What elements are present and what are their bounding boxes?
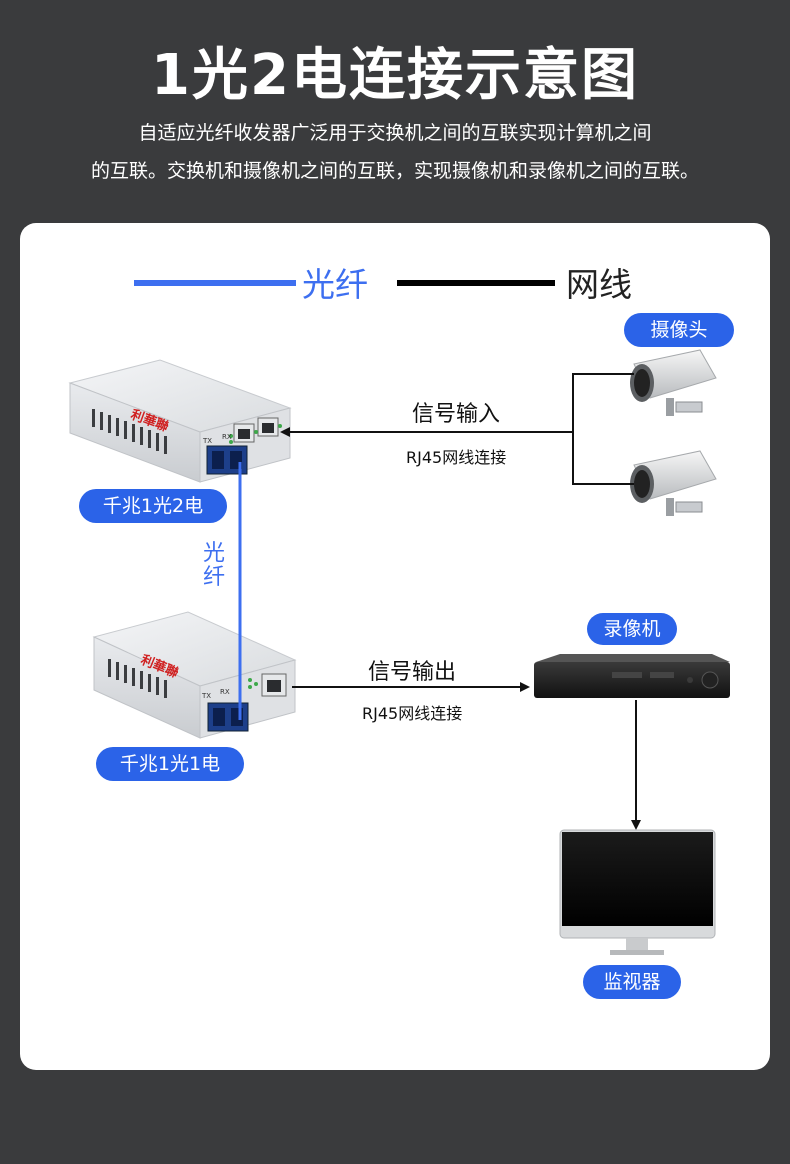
signal-input-sublabel: RJ45网线连接 xyxy=(406,448,507,467)
legend-fiber-label: 光纤 xyxy=(302,265,368,304)
camera-bottom-image xyxy=(630,450,717,516)
camera-label: 摄像头 xyxy=(624,313,734,347)
description-line-1: 自适应光纤收发器广泛用于交换机之间的互联实现计算机之间 xyxy=(138,122,652,144)
device-2-label: 千兆1光1电 xyxy=(96,747,244,781)
legend-fiber-line xyxy=(134,280,296,286)
monitor-image xyxy=(559,829,716,955)
converter-2-tx-label: TX xyxy=(201,692,211,700)
converter-1-tx-label: TX xyxy=(202,437,212,445)
legend-cable-line xyxy=(397,280,555,286)
converter-1-image: 利華聯 TX RX xyxy=(68,359,292,483)
signal-output-sublabel: RJ45网线连接 xyxy=(362,704,463,723)
camera-bracket-line xyxy=(572,373,634,485)
nvr-label: 录像机 xyxy=(587,613,677,645)
page-title: 1光2电连接示意图 xyxy=(151,43,639,108)
converter-1-rx-label: RX xyxy=(222,433,232,441)
converter-2-image: 利華聯 TX RX xyxy=(92,611,297,739)
signal-input-label: 信号输入 xyxy=(412,402,501,427)
device-1-label: 千兆1光2电 xyxy=(79,489,227,523)
fiber-link-label: 光纤 xyxy=(202,541,225,590)
signal-output-label: 信号输出 xyxy=(368,660,457,685)
nvr-image xyxy=(534,654,730,698)
description-line-2: 的互联。交换机和摄像机之间的互联，实现摄像机和录像机之间的互联。 xyxy=(90,160,699,182)
monitor-label: 监视器 xyxy=(583,965,681,999)
camera-top-image xyxy=(630,349,717,416)
converter-2-rx-label: RX xyxy=(220,688,230,696)
legend-cable-label: 网线 xyxy=(566,265,632,304)
